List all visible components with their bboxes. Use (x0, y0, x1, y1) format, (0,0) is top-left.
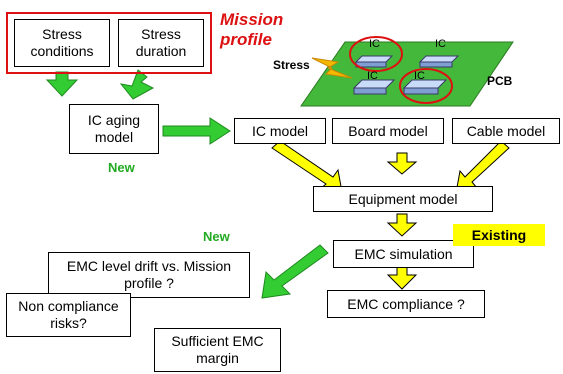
cable-model-box: Cable model (452, 118, 560, 144)
ic-model-text: IC model (251, 122, 309, 139)
ic-chip-1 (354, 55, 394, 68)
equipment-model-text: Equipment model (348, 190, 458, 207)
highlight-circle-1 (349, 36, 403, 72)
cable-model-text: Cable model (466, 122, 546, 139)
yellow-arrow-board-model (386, 152, 418, 175)
ic-aging-model-box: IC aging model (69, 104, 159, 154)
existing-badge: Existing (453, 224, 545, 246)
level-drift-text: EMC level drift vs. Mission profile ? (66, 258, 232, 291)
ic-chip-2 (418, 55, 460, 68)
green-arrow-duration (119, 69, 155, 100)
stress-conditions-text: Stress conditions (30, 26, 94, 59)
yellow-arrow-simulation (386, 265, 418, 290)
ic-label-4: IC (414, 70, 425, 82)
ic-model-box: IC model (234, 118, 326, 144)
ic-label-2: IC (435, 38, 446, 50)
lightning-icon (311, 57, 353, 79)
emc-compliance-box: EMC compliance ? (327, 290, 485, 318)
new-label-aging: New (108, 160, 135, 175)
sufficient-margin-text: Sufficient EMC margin (171, 333, 264, 366)
non-compliance-box: Non compliance risks? (6, 293, 131, 337)
new-label-simulation: New (203, 229, 230, 244)
mission-profile-frame (6, 12, 212, 74)
stress-duration-text: Stress duration (135, 26, 187, 59)
equipment-model-box: Equipment model (313, 186, 493, 212)
board-model-box: Board model (332, 118, 444, 144)
level-drift-box: EMC level drift vs. Mission profile ? (48, 252, 250, 298)
green-arrow-to-outputs (261, 244, 329, 299)
stress-duration-box: Stress duration (118, 19, 204, 67)
non-compliance-text: Non compliance risks? (18, 298, 119, 331)
mission-profile-title: Mission profile (220, 10, 310, 50)
ic-chip-3 (352, 79, 396, 95)
yellow-arrow-equipment (386, 213, 418, 237)
ic-chip-4 (402, 79, 448, 95)
existing-badge-text: Existing (471, 227, 527, 243)
highlight-circle-2 (399, 68, 453, 104)
emc-compliance-text: EMC compliance ? (347, 295, 465, 312)
yellow-arrow-ic-model (271, 140, 343, 193)
ic-label-1: IC (369, 38, 380, 50)
green-arrow-conditions (45, 71, 79, 97)
mission-profile-title-line1: Mission (220, 10, 284, 29)
ic-aging-model-text: IC aging model (87, 112, 141, 145)
sufficient-margin-box: Sufficient EMC margin (154, 328, 281, 372)
stress-conditions-box: Stress conditions (14, 19, 110, 67)
mission-profile-title-line2: profile (220, 30, 272, 49)
green-arrow-aging-to-ic (162, 117, 231, 145)
stress-label: Stress (273, 58, 310, 72)
emc-simulation-text: EMC simulation (354, 245, 453, 262)
board-model-text: Board model (348, 122, 428, 139)
emc-simulation-box: EMC simulation (333, 240, 474, 268)
ic-label-3: IC (367, 70, 378, 82)
pcb-label: PCB (487, 74, 513, 88)
